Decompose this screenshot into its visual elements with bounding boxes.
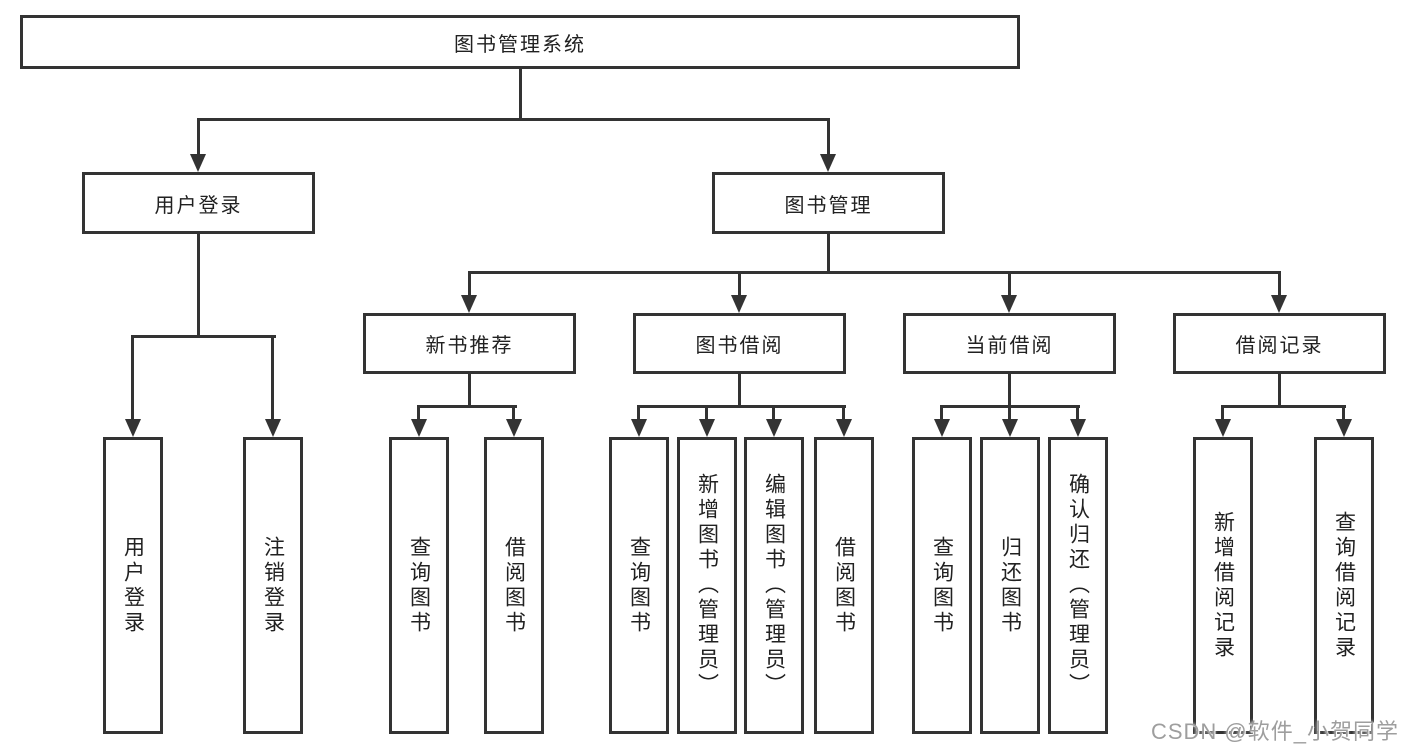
node-root-system: 图书管理系统 [20, 15, 1020, 69]
arrowhead-down-leaf-logout [265, 419, 281, 437]
connector-br-rail [1221, 405, 1346, 408]
connector-drop-current-borrow [1008, 274, 1011, 296]
leaf-cb-return-books: 归还图书 [980, 437, 1040, 734]
connector-drop-bb-query [637, 408, 640, 421]
arrowhead-down-br-add [1215, 419, 1231, 437]
arrowhead-down-cb-confirm [1070, 419, 1086, 437]
arrowhead-down-cb-query [934, 419, 950, 437]
connector-drop-br-query [1342, 408, 1345, 421]
connector-bb-rail [637, 405, 846, 408]
leaf-logout: 注销登录 [243, 437, 303, 734]
arrowhead-down-current-borrow [1001, 295, 1017, 313]
leaf-user-login: 用户登录 [103, 437, 163, 734]
connector-root-rail [197, 118, 830, 121]
arrowhead-down-bb-query [631, 419, 647, 437]
connector-drop-nbr-query [417, 408, 420, 421]
leaf-nbr-borrow-books: 借阅图书 [484, 437, 544, 734]
connector-drop-leaf-logout [271, 338, 274, 421]
connector-drop-bb-add [705, 408, 708, 421]
leaf-bb-query-books: 查询图书 [609, 437, 669, 734]
connector-drop-cb-confirm [1076, 408, 1079, 421]
leaf-bb-add-books-admin: 新增图书（管理员） [677, 437, 737, 734]
connector-drop-book-mgmt [827, 121, 830, 156]
connector-drop-cb-return [1008, 408, 1011, 421]
watermark: CSDN @软件_小贺同学 [1150, 719, 1399, 744]
connector-br-stem [1278, 374, 1281, 407]
connector-drop-book-borrow [738, 274, 741, 296]
node-borrow-record: 借阅记录 [1173, 313, 1386, 374]
connector-nbr-stem [468, 374, 471, 407]
connector-drop-bb-edit [772, 408, 775, 421]
connector-drop-br-add [1221, 408, 1224, 421]
arrowhead-down-new-book-recommend [461, 295, 477, 313]
connector-book-mgmt-rail [468, 271, 1281, 274]
connector-drop-bb-borrow [842, 408, 845, 421]
arrowhead-down-bb-edit [766, 419, 782, 437]
connector-drop-new-book-recommend [468, 274, 471, 296]
connector-drop-leaf-login [131, 338, 134, 421]
arrowhead-down-user-login [190, 154, 206, 172]
leaf-nbr-query-books: 查询图书 [389, 437, 449, 734]
connector-root-stem [519, 69, 522, 120]
arrowhead-down-borrow-record [1271, 295, 1287, 313]
connector-user-login-rail [131, 335, 276, 338]
arrowhead-down-cb-return [1002, 419, 1018, 437]
leaf-bb-borrow-books: 借阅图书 [814, 437, 874, 734]
leaf-br-query-record: 查询借阅记录 [1314, 437, 1374, 734]
connector-user-login-stem [197, 234, 200, 337]
node-new-book-recommend: 新书推荐 [363, 313, 576, 374]
arrowhead-down-br-query [1336, 419, 1352, 437]
connector-cb-stem [1008, 374, 1011, 407]
connector-nbr-rail [417, 405, 517, 408]
node-user-login-branch: 用户登录 [82, 172, 315, 234]
arrowhead-down-bb-add [699, 419, 715, 437]
arrowhead-down-nbr-borrow [506, 419, 522, 437]
connector-drop-user-login [197, 121, 200, 156]
connector-drop-borrow-record [1278, 274, 1281, 296]
arrowhead-down-book-borrow [731, 295, 747, 313]
arrowhead-down-leaf-login [125, 419, 141, 437]
node-book-management-branch: 图书管理 [712, 172, 945, 234]
leaf-cb-confirm-return-admin: 确认归还（管理员） [1048, 437, 1108, 734]
connector-bb-stem [738, 374, 741, 407]
connector-book-mgmt-stem [827, 234, 830, 273]
leaf-cb-query-books: 查询图书 [912, 437, 972, 734]
arrowhead-down-book-mgmt [820, 154, 836, 172]
arrowhead-down-nbr-query [411, 419, 427, 437]
arrowhead-down-bb-borrow [836, 419, 852, 437]
leaf-br-add-record: 新增借阅记录 [1193, 437, 1253, 734]
leaf-bb-edit-books-admin: 编辑图书（管理员） [744, 437, 804, 734]
connector-drop-nbr-borrow [512, 408, 515, 421]
connector-drop-cb-query [940, 408, 943, 421]
node-current-borrow: 当前借阅 [903, 313, 1116, 374]
connector-cb-rail [940, 405, 1080, 408]
node-book-borrow: 图书借阅 [633, 313, 846, 374]
